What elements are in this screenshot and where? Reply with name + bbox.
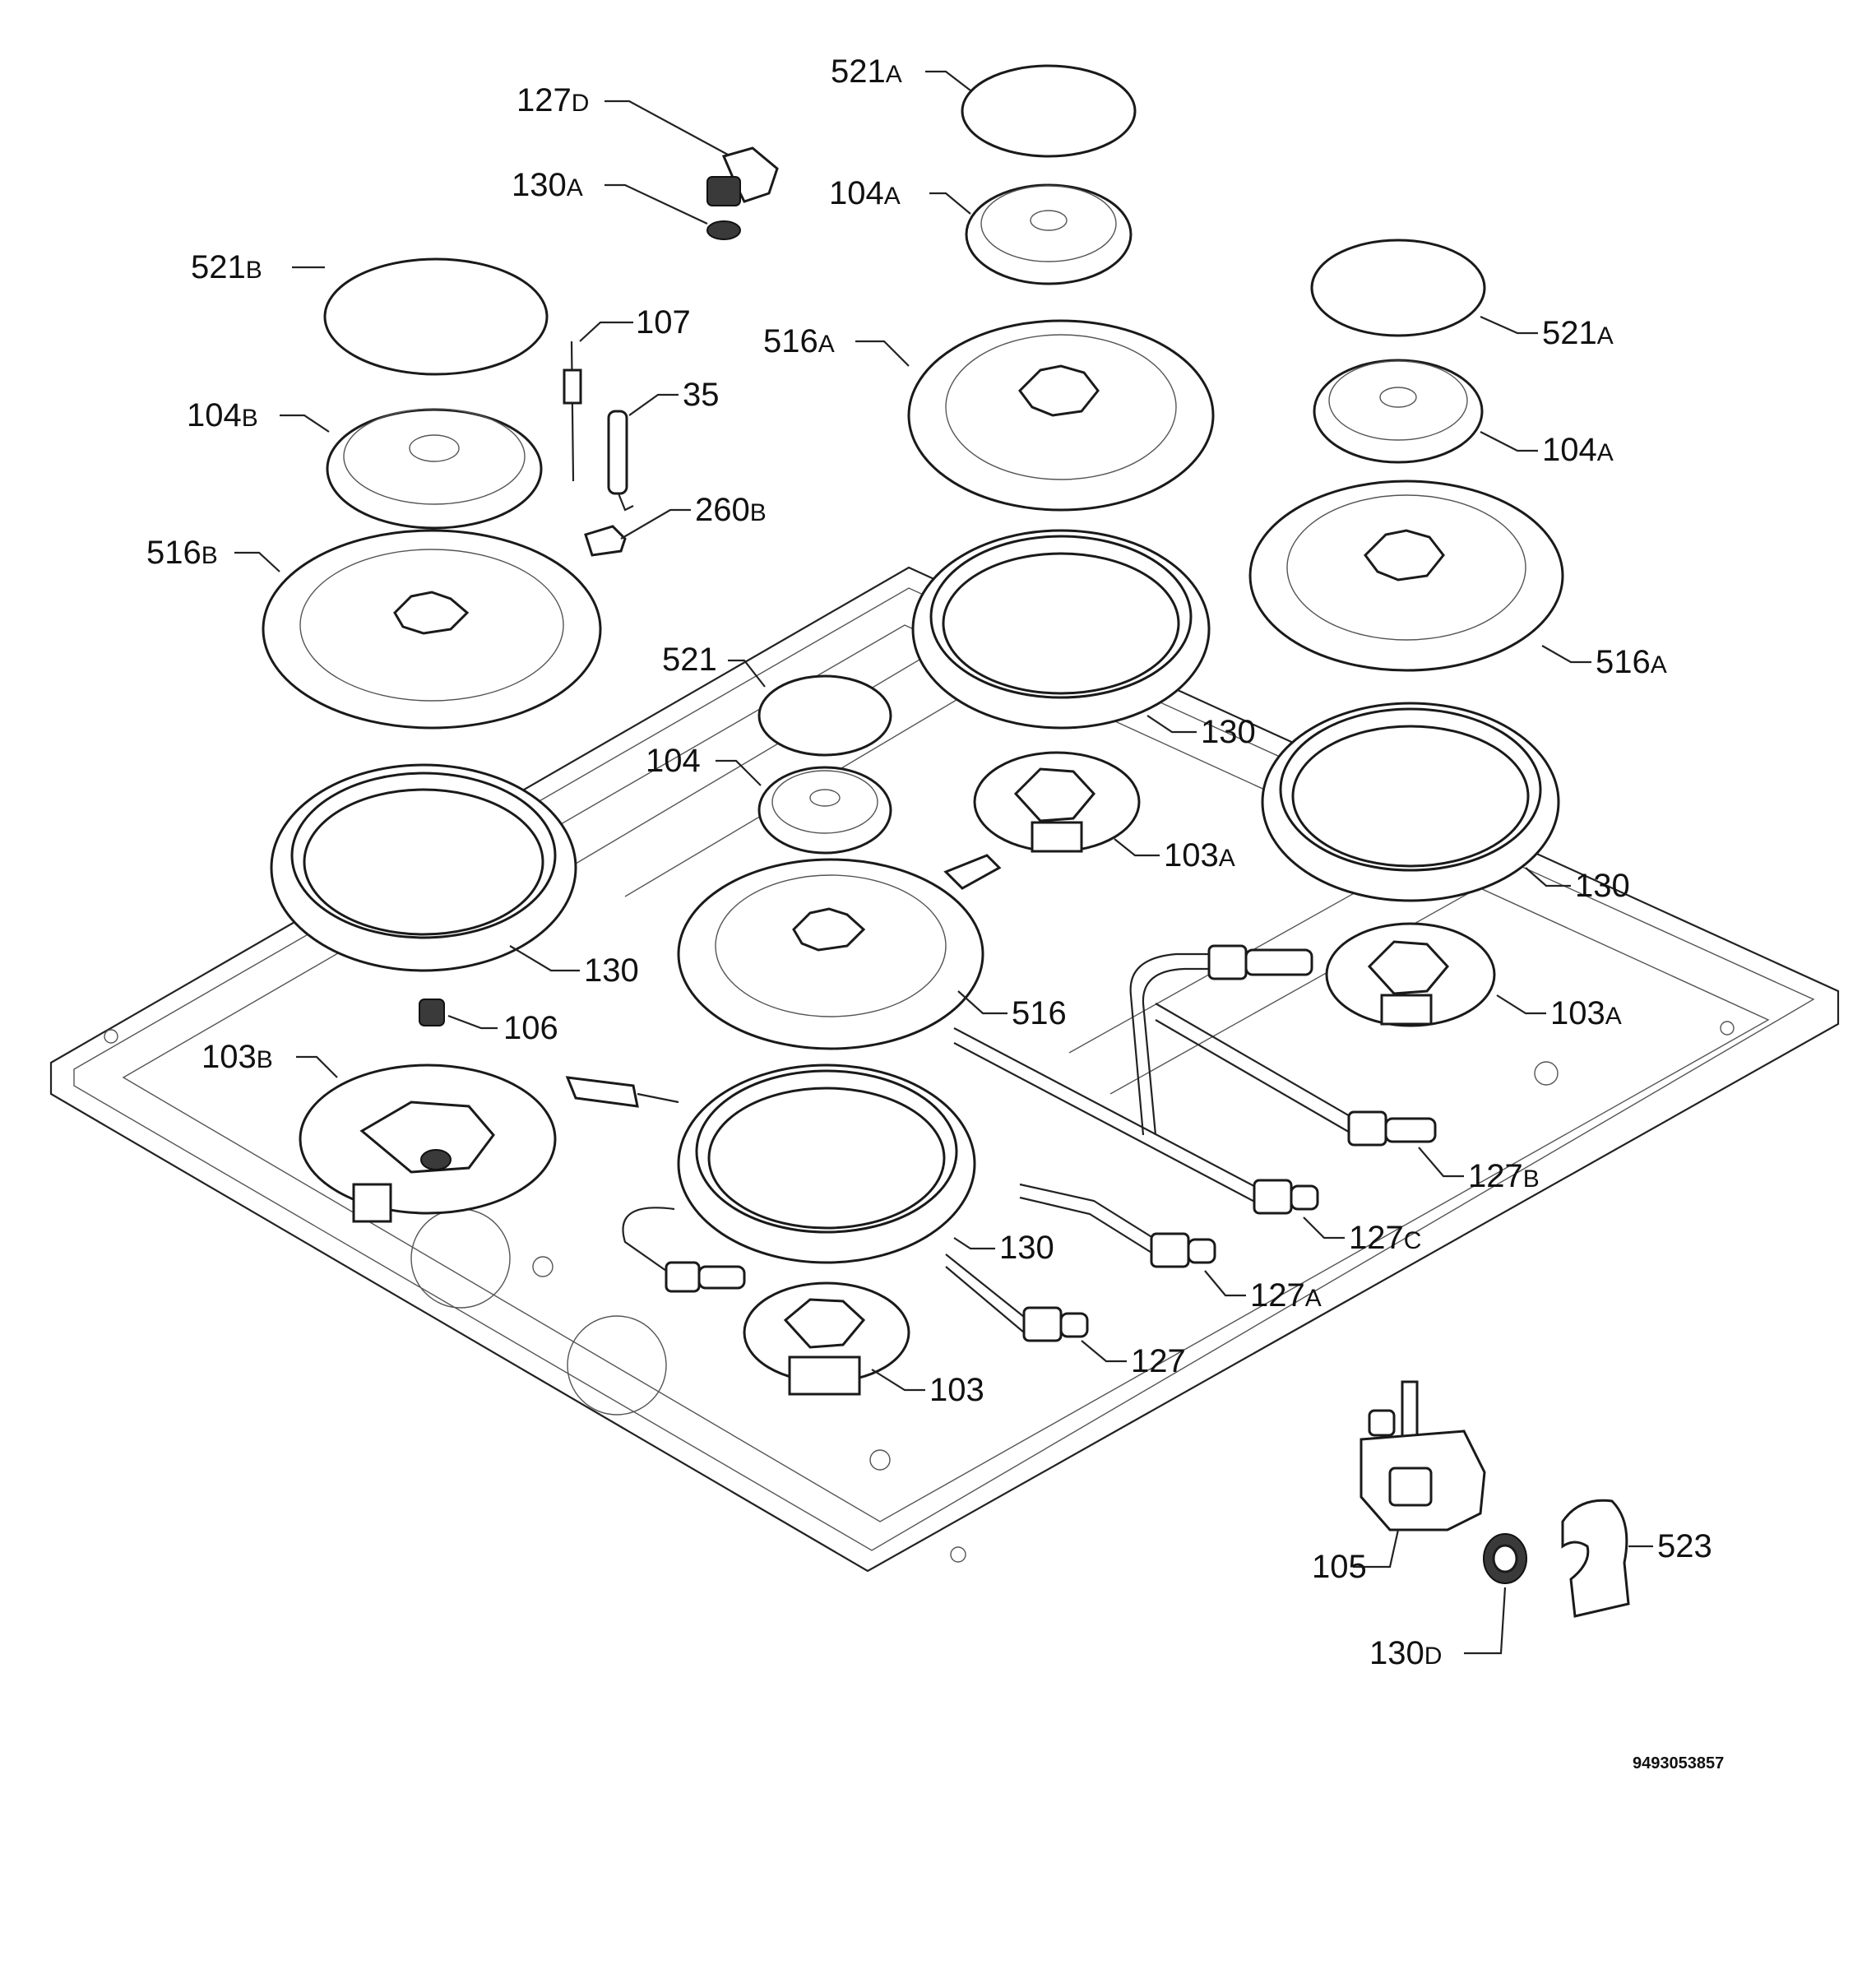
callout-521a-right: 521A [1542,315,1614,351]
spillage-plate-516a-mid [907,319,1215,512]
gas-pipe-127 [945,1253,1089,1342]
burner-crown-104b [326,408,543,530]
burner-crown-104a-top [965,183,1133,285]
callout-104: 104 [646,743,701,779]
spillage-plate-516a-right [1248,480,1564,672]
burner-base-103a-mid [973,751,1141,853]
gas-pipe-left [622,1207,746,1293]
callout-127: 127 [1131,1343,1186,1379]
callout-130-mid: 130 [1201,714,1256,750]
callout-516a-right: 516A [1596,644,1667,680]
callout-104a-top: 104A [829,175,901,211]
seal-washer-130a [706,220,741,240]
gas-pipe-127b [1129,944,1437,1147]
callout-106: 106 [503,1010,558,1046]
electrode-small-center [943,854,1002,890]
leader-lines [234,70,1653,1655]
clip-260b [584,525,627,557]
callout-127a: 127A [1250,1277,1322,1314]
callout-127b: 127B [1468,1158,1540,1194]
injector-106 [419,999,445,1026]
burner-cap-521b [323,257,549,376]
thermocouple-107 [563,341,582,482]
callout-103b: 103B [201,1039,273,1075]
callout-35: 35 [683,377,720,413]
callout-130-bottom: 130 [999,1230,1054,1266]
callout-labels: 127D 130A 521B 107 35 104B 260B 516B 521… [146,53,1712,1671]
burner-cap-521a-right [1310,239,1486,337]
burner-ring-130-mid [911,529,1211,730]
drawing-code: 9493053857 [1633,1754,1724,1772]
callout-104b: 104B [187,397,258,433]
spillage-plate-516 [677,858,984,1050]
ignition-electrode-35 [607,410,634,512]
callout-260b: 260B [695,492,767,528]
callout-103a-right: 103A [1550,995,1622,1031]
gas-pipe-127a [1019,1183,1216,1268]
seal-130d [1483,1533,1527,1584]
callout-130a: 130A [512,167,583,203]
callout-516: 516 [1012,995,1067,1031]
spillage-plate-516b [262,529,602,730]
hob-base-tray [49,566,1840,1573]
burner-crown-104a-right [1313,359,1484,464]
callout-103: 103 [929,1372,984,1408]
gas-pipe-127c [953,1027,1319,1215]
burner-crown-104 [757,766,892,855]
callout-103a-mid: 103A [1164,837,1235,873]
callout-516a-mid: 516A [763,323,835,359]
elbow-fitting-127d [706,146,779,206]
callout-521b: 521B [191,249,262,285]
gas-valve-105 [1360,1380,1486,1531]
callout-105: 105 [1312,1549,1367,1585]
burner-ring-130-bottom [677,1063,976,1264]
callout-521a-top: 521A [831,53,902,90]
callout-107: 107 [636,304,691,341]
electrode-lower-left [565,1076,679,1108]
callout-104a-right: 104A [1542,432,1614,468]
burner-base-103 [743,1281,910,1396]
callout-130-right: 130 [1575,868,1630,904]
callout-130d: 130D [1369,1635,1442,1671]
callout-127d: 127D [516,82,589,118]
burner-ring-130-right [1261,702,1560,902]
clip-523 [1561,1499,1630,1618]
burner-base-103a-right [1325,922,1496,1027]
burner-cap-521a-top [961,64,1137,158]
callout-523: 523 [1657,1528,1712,1564]
burner-cap-521 [757,674,892,757]
callout-130-left: 130 [584,952,639,989]
callout-516b: 516B [146,535,218,571]
burner-ring-130-left [270,763,577,972]
callout-127c: 127C [1349,1220,1421,1256]
burner-base-103b [299,1063,557,1223]
callout-521: 521 [662,642,717,678]
